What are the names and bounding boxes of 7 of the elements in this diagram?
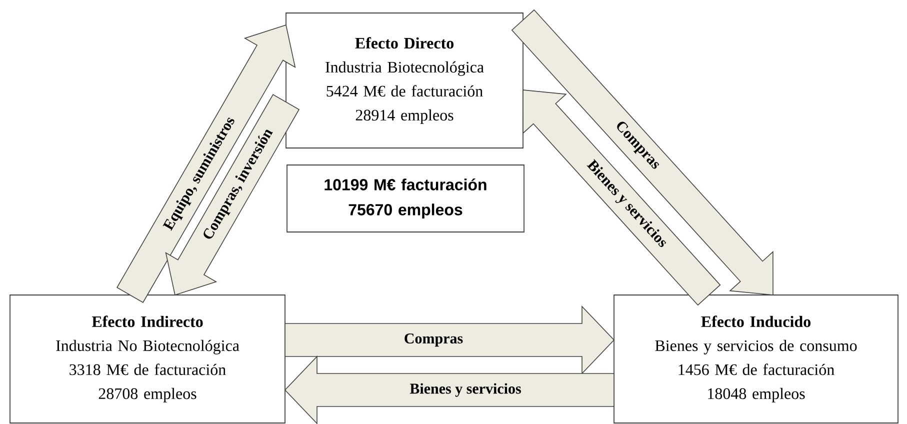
arrow-label: Compras <box>402 332 464 348</box>
block-arrow <box>284 306 615 374</box>
summary-box: 10199 M€ facturación 75670 empleos <box>286 164 524 232</box>
effect-box: Efecto Directo Industria Biotecnológica 5424 M€ de facturación 28914 empleos <box>286 12 524 148</box>
effect-box: Efecto Inducido Bienes y servicios de consumo 1456 M€ de facturación 18048 empleos <box>614 294 898 424</box>
effect-box: Efecto Indirecto Industria No Biotecnológica 3318 M€ de facturación 28708 empleos <box>10 294 286 424</box>
arrow-label: Bienes y servicios <box>408 382 522 398</box>
